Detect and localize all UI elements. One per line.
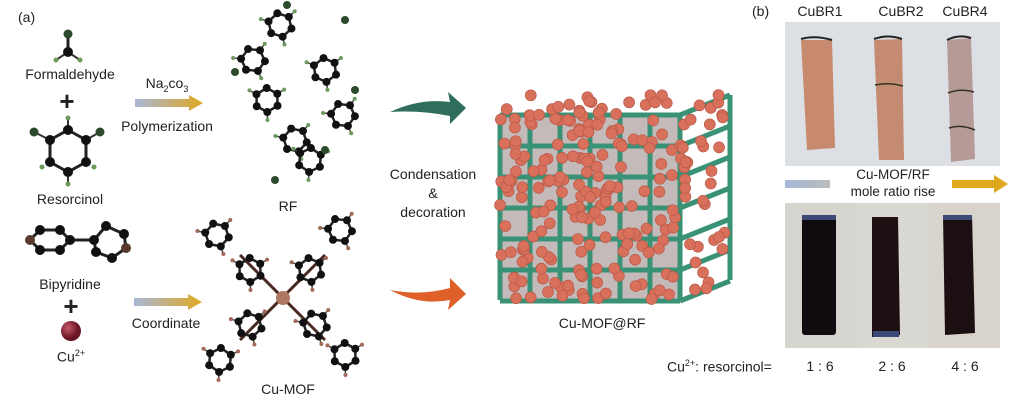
sample-label-cubr2: CuBR2 xyxy=(878,3,924,19)
copper-ion-sphere-icon xyxy=(61,321,81,341)
formaldehyde-molecule-icon xyxy=(53,29,83,63)
condensation-label: Condensation xyxy=(389,166,477,182)
resorcinol-label: Resorcinol xyxy=(36,191,104,207)
sample-photo-before-carbonization xyxy=(785,22,1000,166)
coordinate-label: Coordinate xyxy=(131,315,201,331)
copper-ion-label: Cu2+ xyxy=(56,348,86,365)
ratio-description-line1: Cu-MOF/RF xyxy=(856,167,930,182)
ratio-description-line2: mole ratio rise xyxy=(850,184,936,199)
coordinate-arrow-icon xyxy=(134,294,202,310)
ratio-gradient-bar-icon xyxy=(785,180,830,188)
rf-polymer-molecule-icon xyxy=(231,1,359,184)
sample-label-cubr1: CuBR1 xyxy=(797,3,843,19)
cu-mof-molecule-icon xyxy=(195,211,365,382)
final-product-label: Cu-MOF@RF xyxy=(558,315,646,331)
bipyridine-molecule-icon xyxy=(25,221,131,263)
cu-mof-rf-framework-illustration xyxy=(494,89,733,305)
plus-sign: + xyxy=(63,291,79,321)
green-curved-arrow-icon xyxy=(390,92,466,124)
sample-photo-after-carbonization xyxy=(785,203,1000,348)
ratio-value-cubr2: 2 : 6 xyxy=(878,358,906,374)
polymerization-arrow-icon xyxy=(135,95,203,111)
ratio-increase-arrow-icon xyxy=(952,175,1008,193)
plus-sign: + xyxy=(59,86,75,116)
ratio-value-cubr1: 1 : 6 xyxy=(806,358,834,374)
polymerization-label: Polymerization xyxy=(121,118,213,134)
cu-mof-label: Cu-MOF xyxy=(261,381,315,397)
ratio-value-cubr4: 4 : 6 xyxy=(951,358,979,374)
ampersand-label: & xyxy=(428,185,438,201)
rf-label: RF xyxy=(278,198,298,214)
orange-curved-arrow-icon xyxy=(390,278,466,310)
bipyridine-label: Bipyridine xyxy=(39,276,101,292)
ratio-axis-label: Cu2+: resorcinol= xyxy=(667,358,772,375)
sample-label-cubr4: CuBR4 xyxy=(942,3,988,19)
catalyst-label: Na2co3 xyxy=(145,75,189,94)
formaldehyde-label: Formaldehyde xyxy=(25,66,115,82)
panel-a-label: (a) xyxy=(18,9,36,25)
resorcinol-molecule-icon xyxy=(29,115,105,187)
decoration-label: decoration xyxy=(400,204,466,220)
panel-b-label: (b) xyxy=(752,3,770,19)
